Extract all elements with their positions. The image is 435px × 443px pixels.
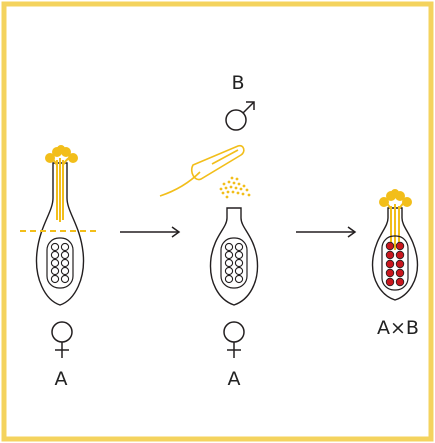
flower-a-pollinated [209, 207, 259, 306]
label-parent-a-left: A [54, 368, 68, 390]
label-pollen-donor-b: B [231, 72, 245, 94]
right-arrow-icon [296, 226, 357, 238]
ovary-chamber [220, 237, 248, 289]
female-symbol-icon [51, 321, 73, 358]
female-symbol-icon [223, 321, 245, 358]
anthers [379, 189, 412, 207]
ovary-chamber [381, 235, 409, 291]
right-arrow-icon [120, 226, 181, 238]
pollination-brush-icon [159, 144, 245, 197]
male-symbol-icon [225, 101, 255, 131]
ovules [50, 242, 70, 284]
pistil-outline [371, 207, 419, 301]
anthers [45, 145, 78, 163]
fertilized-seeds [385, 241, 405, 287]
label-hybrid-result: A×B [377, 317, 419, 339]
ovary-chamber [46, 237, 74, 289]
flower-a-emasculation [20, 145, 97, 306]
flower-hybrid-result [371, 189, 419, 301]
ovules [224, 242, 244, 284]
pollen-grains [219, 176, 251, 199]
label-parent-a-middle: A [227, 368, 241, 390]
